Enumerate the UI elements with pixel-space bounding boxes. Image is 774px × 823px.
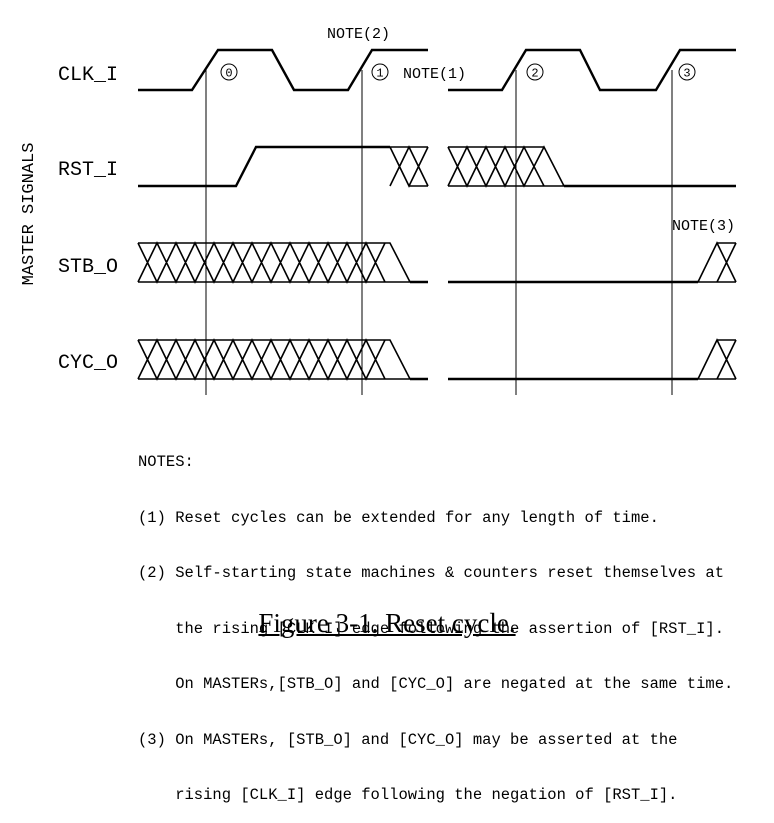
- svg-text:1: 1: [376, 67, 383, 81]
- y-axis-label: MASTER SIGNALS: [20, 143, 39, 286]
- signal-label-cyc: CYC_O: [58, 352, 118, 375]
- clock-edge-label-2: 2: [526, 63, 544, 81]
- clock-edge-label-1: 1: [371, 63, 389, 81]
- clock-edge-label-0: 0: [220, 63, 238, 81]
- note-2-line-1: (2) Self-starting state machines & count…: [138, 564, 724, 582]
- timing-diagram: MASTER SIGNALS CLK_I RST_I STB_O CYC_O 0…: [20, 26, 737, 395]
- rst-waveform-left: [138, 145, 390, 188]
- note-2-line-2: the rising [CLK_I] edge following the as…: [138, 619, 724, 638]
- note-1-label: NOTE(1): [403, 66, 466, 83]
- clk-waveform-right: [448, 48, 736, 92]
- note-1-line-1: (1) Reset cycles can be extended for any…: [138, 508, 659, 527]
- cyc-undefined-right: [697, 338, 737, 380]
- figure-caption-text: Figure 3-1. Reset cycle.: [258, 608, 516, 638]
- rst-undefined-left: [389, 145, 429, 188]
- svg-text:3: 3: [683, 67, 690, 81]
- clk-waveform-left: [138, 48, 428, 92]
- stb-undefined-right: [697, 241, 737, 283]
- stb-undefined-left: [137, 241, 411, 284]
- note-3-label: NOTE(3): [672, 218, 735, 235]
- svg-text:0: 0: [225, 67, 232, 81]
- svg-text:2: 2: [531, 67, 538, 81]
- clock-edge-label-3: 3: [678, 63, 696, 81]
- note-3-line-1: (3) On MASTERs, [STB_O] and [CYC_O] may …: [138, 730, 678, 749]
- cyc-undefined-left: [137, 338, 411, 381]
- notes-heading: NOTES:: [138, 453, 194, 471]
- note-3-line-2: rising [CLK_I] edge following the negati…: [138, 786, 678, 804]
- note-2-line-3: On MASTERs,[STB_O] and [CYC_O] are negat…: [138, 675, 734, 693]
- signal-label-rst: RST_I: [58, 159, 118, 182]
- figure-caption: Figure 3-1. Reset cycle.: [0, 608, 774, 639]
- signal-label-stb: STB_O: [58, 256, 118, 279]
- signal-label-clk: CLK_I: [58, 64, 118, 87]
- rst-undefined-right: [447, 145, 565, 188]
- note-2-label: NOTE(2): [327, 26, 390, 43]
